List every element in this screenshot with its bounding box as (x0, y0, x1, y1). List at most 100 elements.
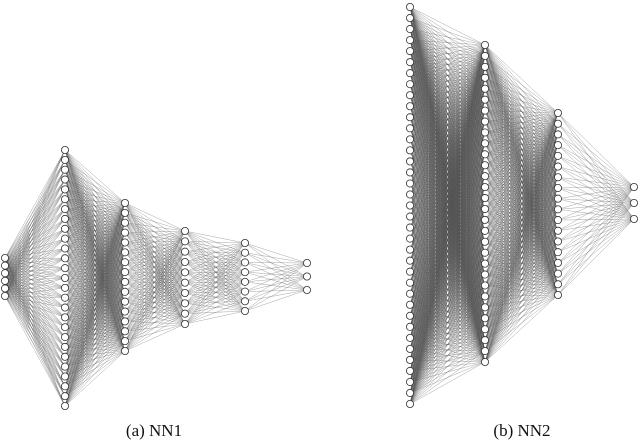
neuron (405, 333, 414, 342)
connection-edge (244, 271, 308, 291)
connection-edge (409, 361, 486, 405)
connection-edge (484, 66, 559, 114)
connection-edge (124, 272, 186, 292)
neuron (405, 124, 414, 133)
connection-edge (124, 242, 186, 263)
connection-edge (124, 271, 186, 283)
connection-edge (4, 169, 66, 281)
neuron (121, 208, 130, 217)
neuron (180, 319, 189, 328)
connection-edge (184, 241, 246, 244)
connection-edge (409, 44, 486, 405)
connection-edge (124, 271, 186, 294)
neuron (554, 183, 563, 192)
connection-edge (184, 261, 246, 302)
connection-edge (484, 166, 559, 363)
neuron (180, 299, 189, 308)
connection-edge (409, 44, 486, 96)
neuron (554, 194, 563, 203)
neuron (180, 257, 189, 266)
connection-edge (124, 271, 186, 304)
connection-edge (484, 284, 559, 363)
nn2-diagram (405, 3, 639, 408)
connection-edge (409, 88, 486, 405)
connection-edge (124, 202, 186, 273)
connection-edge (124, 230, 186, 253)
connection-edge (484, 77, 559, 114)
connection-edge (64, 202, 126, 279)
neuron (405, 311, 414, 320)
neuron (554, 248, 563, 257)
neuron (121, 277, 130, 286)
neuron (61, 313, 70, 322)
connection-edge (4, 257, 66, 269)
connection-edge (4, 280, 66, 377)
connection-edge (4, 277, 66, 297)
connection-edge (4, 189, 66, 297)
connection-edge (557, 218, 635, 296)
layer-3 (554, 109, 563, 299)
connection-edge (4, 273, 66, 308)
connection-edge (124, 301, 186, 314)
connection-edge (4, 280, 66, 318)
connection-edge (184, 310, 246, 325)
connection-edge (124, 303, 186, 352)
connection-edge (184, 241, 246, 302)
connection-edge (124, 232, 186, 263)
connection-edge (484, 112, 559, 297)
neuron (61, 392, 70, 401)
connection-edge (64, 202, 126, 347)
connection-edge (484, 112, 559, 199)
connection-edge (409, 44, 486, 140)
connection-edge (4, 179, 66, 274)
connection-edge (4, 288, 66, 308)
connection-edge (124, 222, 186, 283)
connection-edge (409, 44, 486, 206)
layer-2 (61, 145, 70, 410)
connection-edge (124, 291, 186, 325)
connection-edge (557, 202, 635, 231)
connection-edge (244, 271, 308, 277)
neuron (405, 14, 414, 23)
connection-edge (409, 176, 486, 405)
neuron (405, 36, 414, 45)
connection-edge (4, 265, 66, 357)
connection-edge (64, 271, 126, 407)
connection-edge (557, 144, 635, 204)
connection-edge (124, 252, 186, 294)
connection-edge (557, 202, 635, 285)
neuron (630, 214, 639, 223)
connection-edge (124, 230, 186, 322)
connection-edge (484, 112, 559, 363)
layer-6 (302, 258, 311, 294)
neuron (240, 297, 249, 306)
connection-edge (409, 187, 486, 405)
neuron (630, 182, 639, 191)
layer-2 (480, 41, 489, 366)
connection-edge (184, 242, 246, 273)
connection-edge (4, 295, 66, 387)
connection-edge (4, 265, 66, 269)
layer-1 (1, 253, 9, 300)
connection-edge (184, 230, 246, 302)
neuron (240, 238, 249, 247)
connection-edge (184, 241, 246, 292)
connection-edge (4, 288, 66, 367)
neuron (121, 258, 130, 267)
connection-edge (244, 289, 308, 312)
connection-edge (409, 39, 486, 46)
connection-edge (409, 318, 486, 405)
connection-edge (4, 287, 66, 289)
connection-edge (184, 241, 246, 263)
neuron (554, 258, 563, 267)
connection-edge (64, 202, 126, 318)
connection-edge (4, 273, 66, 298)
connection-edge (557, 218, 635, 285)
neuron (480, 336, 489, 345)
connection-edge (557, 198, 635, 204)
connection-edge (184, 251, 246, 292)
neuron (554, 226, 563, 235)
connection-edge (4, 280, 66, 308)
connection-edge (484, 134, 559, 363)
